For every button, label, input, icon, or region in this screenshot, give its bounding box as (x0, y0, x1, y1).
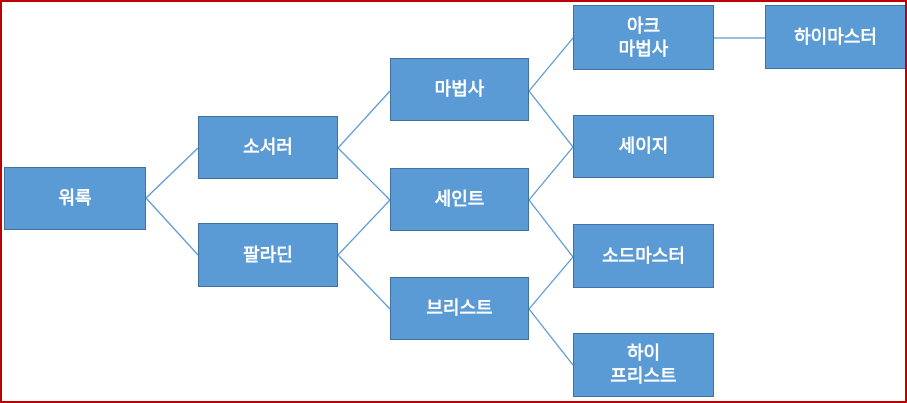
node-saint-label: 세인트 (434, 189, 485, 210)
node-archmage: 아크 마법사 (573, 5, 714, 70)
node-saint: 세인트 (390, 168, 529, 231)
node-highpriest: 하이 프리스트 (573, 333, 714, 397)
node-paladin: 팔라딘 (198, 223, 338, 287)
node-magician-label: 마법사 (434, 79, 485, 100)
node-highpriest-label: 하이 프리스트 (610, 343, 677, 387)
connector-magician-sage (528, 90, 574, 148)
connector-warlock-sorcerer (145, 147, 199, 199)
node-warlock: 워록 (4, 167, 146, 230)
connector-paladin-saint (337, 199, 391, 256)
node-priest-label: 브리스트 (426, 298, 493, 319)
node-highmaster-label: 하이마스터 (794, 26, 877, 48)
connector-saint-swordmaster (528, 199, 574, 258)
connector-magician-archmage (528, 37, 574, 92)
node-warlock-label: 워록 (58, 188, 92, 209)
node-paladin-label: 팔라딘 (243, 244, 293, 266)
connector-sorcerer-saint (337, 147, 391, 201)
node-swordmaster-label: 소드마스터 (602, 245, 685, 267)
node-magician: 마법사 (390, 58, 529, 121)
connector-sorcerer-magician (337, 90, 391, 149)
node-sorcerer-label: 소서러 (243, 137, 293, 158)
node-sage: 세이지 (573, 115, 714, 178)
node-swordmaster: 소드마스터 (573, 224, 714, 288)
connector-priest-highpriest (528, 308, 574, 366)
node-sorcerer: 소서러 (198, 116, 338, 179)
node-highmaster: 하이마스터 (765, 5, 905, 69)
connector-saint-sage (528, 146, 574, 201)
node-sage-label: 세이지 (618, 136, 669, 157)
connector-priest-swordmaster (528, 256, 574, 310)
node-priest: 브리스트 (390, 277, 529, 340)
node-archmage-label: 아크 마법사 (618, 15, 669, 60)
connector-warlock-paladin (145, 197, 199, 256)
connector-paladin-priest (337, 254, 391, 310)
